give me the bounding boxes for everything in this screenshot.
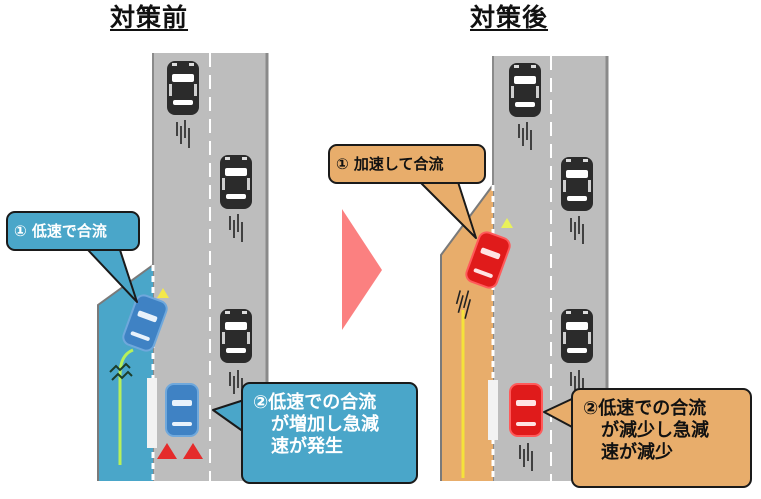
braking-car-before xyxy=(165,383,199,437)
slow-car-after xyxy=(509,383,543,437)
title-after: 対策後 xyxy=(470,3,549,32)
callout-after-line-3: 速が減少 xyxy=(583,442,673,463)
arrow-right-icon xyxy=(342,209,382,330)
callout-after-line-2: が減少し急減 xyxy=(583,420,709,441)
callout-accelerate-merge-text: ① 加速して合流 xyxy=(336,155,444,173)
callout-slow-merge: ① 低速で合流 xyxy=(6,211,140,251)
callout-before-line-1: ②低速での合流 xyxy=(253,392,377,413)
traffic-car xyxy=(561,309,593,363)
blinker-icon xyxy=(501,218,513,228)
traffic-car xyxy=(509,63,541,117)
blinker-icon xyxy=(157,288,169,298)
traffic-car xyxy=(167,61,199,115)
callout-before-line-2: が増加し急減 xyxy=(253,414,379,435)
brake-marks-icon xyxy=(157,443,203,459)
traffic-car xyxy=(561,157,593,211)
callout-before-line-3: 速が発生 xyxy=(253,436,343,457)
title-before: 対策前 xyxy=(110,3,189,32)
callout-slow-merge-text: ① 低速で合流 xyxy=(14,222,107,240)
callout-before-result: ②低速での合流 が増加し急減 速が発生 xyxy=(241,382,418,484)
traffic-car xyxy=(220,309,252,363)
callout-after-result: ②低速での合流 が減少し急減 速が減少 xyxy=(571,388,752,488)
traffic-car xyxy=(220,155,252,209)
callout-after-line-1: ②低速での合流 xyxy=(583,398,707,419)
callout-accelerate-merge: ① 加速して合流 xyxy=(328,144,486,184)
